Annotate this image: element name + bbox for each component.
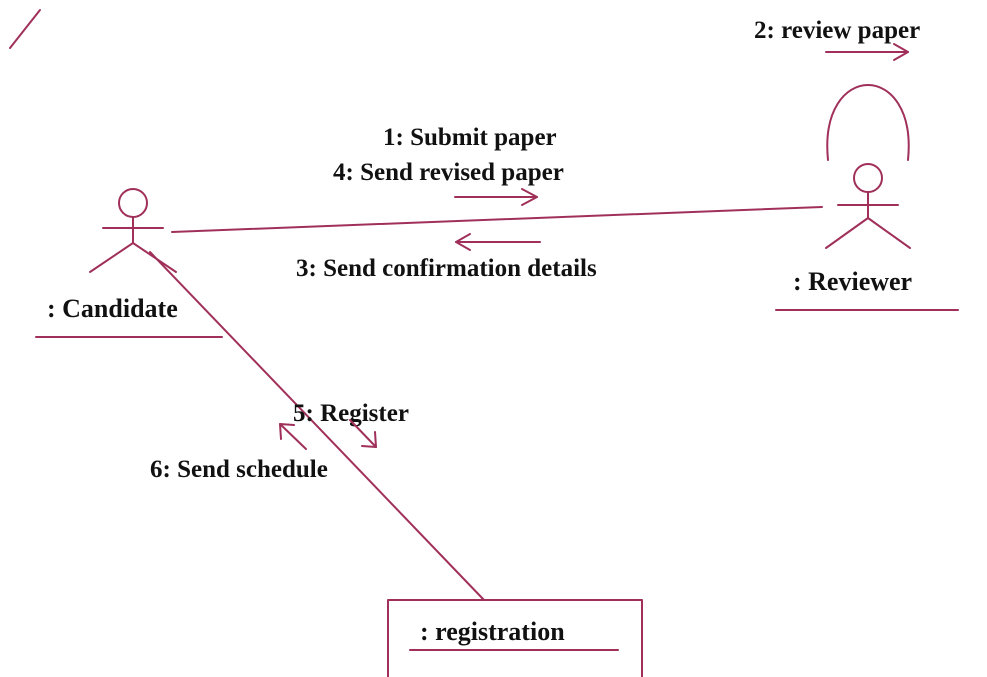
reviewer-actor[interactable]: : Reviewer	[775, 163, 959, 311]
reviewer-label: : Reviewer	[793, 267, 912, 296]
message-3-arrow-icon	[455, 233, 541, 251]
reviewer-head-icon	[853, 163, 883, 193]
message-2-label: 2: review paper	[754, 17, 920, 44]
candidate-label: : Candidate	[47, 294, 178, 323]
message-5-label: 5: Register	[293, 400, 409, 427]
candidate-head-icon	[118, 188, 148, 218]
registration-box	[387, 599, 643, 677]
registration-label: : registration	[420, 617, 565, 646]
candidate-registration-link	[149, 251, 485, 601]
message-6-label: 6: Send schedule	[150, 456, 328, 483]
message-1-4-arrow-icon	[454, 188, 538, 206]
candidate-actor[interactable]: : Candidate	[35, 188, 223, 338]
message-6-arrow-icon	[279, 423, 307, 450]
message-4-label: 4: Send revised paper	[333, 159, 564, 186]
message-3-label: 3: Send confirmation details	[296, 255, 597, 282]
reviewer-right-leg	[867, 217, 911, 249]
registration-object[interactable]: : registration	[387, 599, 643, 677]
message-1-label: 1: Submit paper	[383, 124, 557, 151]
message-2-arrow-icon	[825, 43, 909, 61]
candidate-left-leg	[89, 242, 134, 273]
candidate-reviewer-link	[171, 206, 823, 233]
stray-mark	[9, 9, 41, 49]
message-5-arrow-icon	[349, 419, 377, 448]
reviewer-self-link	[826, 84, 910, 161]
reviewer-left-leg	[825, 217, 869, 249]
